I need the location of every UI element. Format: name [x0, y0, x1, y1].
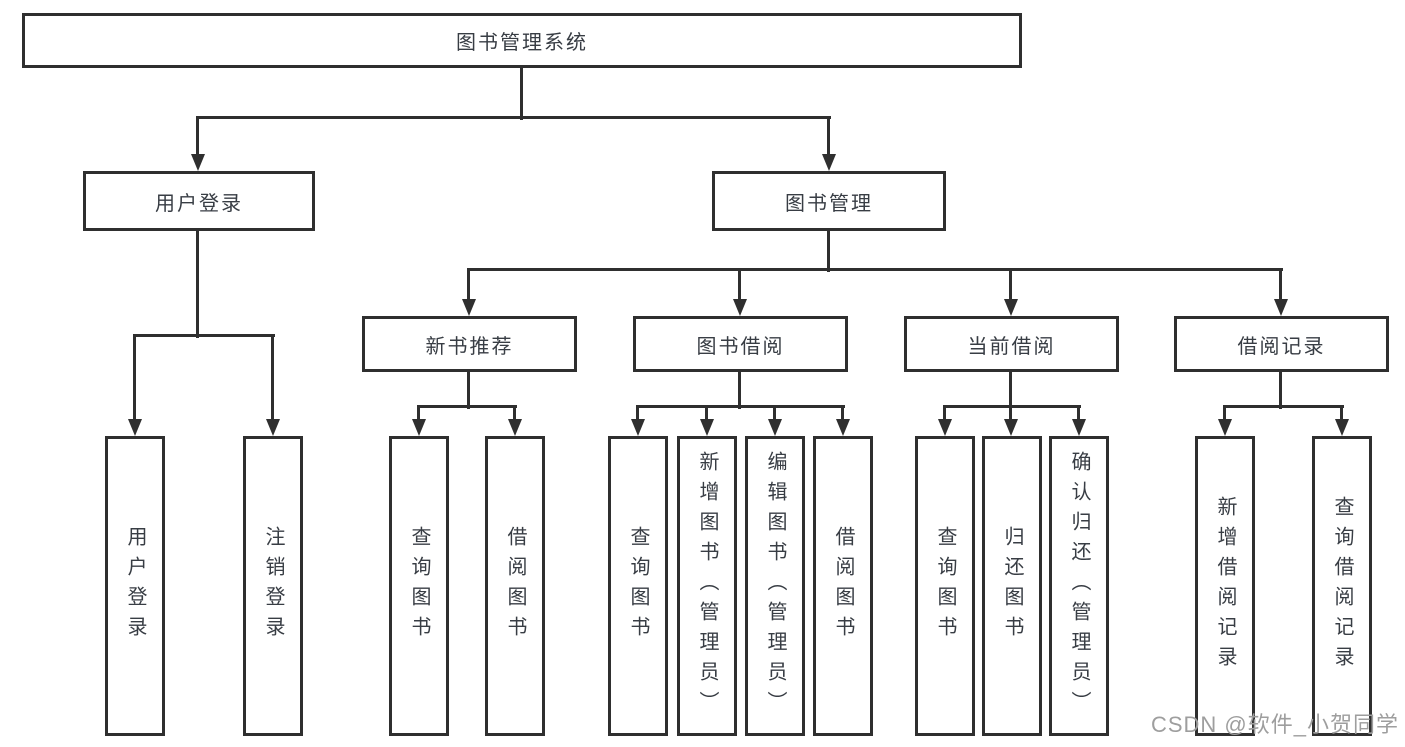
connector-line-vertical	[773, 407, 776, 421]
arrow-down-icon	[412, 419, 426, 436]
connector-line-vertical	[196, 118, 199, 156]
leaf-label: 查询图书	[627, 526, 649, 646]
arrow-down-icon	[768, 419, 782, 436]
leaf-confirm-return-admin: 确认归还（管理员）	[1049, 436, 1109, 736]
leaf-query-books-3: 查询图书	[915, 436, 975, 736]
arrow-down-icon	[128, 419, 142, 436]
leaf-return-book: 归还图书	[982, 436, 1042, 736]
leaf-label: 归还图书	[1001, 526, 1023, 646]
arrow-down-icon	[462, 299, 476, 316]
connector-line-vertical	[1340, 407, 1343, 421]
connector-line-horizontal	[196, 116, 831, 119]
connector-line-vertical	[133, 336, 136, 421]
connector-line-vertical	[467, 370, 470, 409]
connector-line-horizontal	[636, 405, 845, 408]
leaf-add-borrow-record: 新增借阅记录	[1195, 436, 1255, 736]
leaf-label: 新增图书（管理员）	[696, 451, 718, 721]
leaf-label: 借阅图书	[504, 526, 526, 646]
connector-line-horizontal	[467, 268, 1283, 271]
leaf-label: 注销登录	[262, 526, 284, 646]
arrow-down-icon	[700, 419, 714, 436]
leaf-logout: 注销登录	[243, 436, 303, 736]
arrow-down-icon	[1072, 419, 1086, 436]
connector-line-vertical	[738, 270, 741, 301]
node-borrow-record: 借阅记录	[1174, 316, 1389, 372]
leaf-label: 确认归还（管理员）	[1068, 451, 1090, 721]
leaf-label: 用户登录	[124, 526, 146, 646]
arrow-down-icon	[191, 154, 205, 171]
node-book-management: 图书管理	[712, 171, 946, 231]
arrow-down-icon	[1274, 299, 1288, 316]
connector-line-vertical	[271, 336, 274, 421]
arrow-down-icon	[631, 419, 645, 436]
connector-line-vertical	[738, 370, 741, 409]
leaf-label: 查询借阅记录	[1331, 496, 1353, 676]
arrow-down-icon	[822, 154, 836, 171]
arrow-down-icon	[266, 419, 280, 436]
node-user-login: 用户登录	[83, 171, 315, 231]
arrow-down-icon	[1335, 419, 1349, 436]
arrow-down-icon	[938, 419, 952, 436]
leaf-label: 查询图书	[408, 526, 430, 646]
connector-line-vertical	[417, 407, 420, 421]
leaf-label: 新增借阅记录	[1214, 496, 1236, 676]
leaf-borrow-books-1: 借阅图书	[485, 436, 545, 736]
node-library-management-system: 图书管理系统	[22, 13, 1022, 68]
arrow-down-icon	[1004, 419, 1018, 436]
arrow-down-icon	[1218, 419, 1232, 436]
leaf-edit-book-admin: 编辑图书（管理员）	[745, 436, 805, 736]
leaf-query-books-1: 查询图书	[389, 436, 449, 736]
connector-line-vertical	[1279, 370, 1282, 409]
leaf-label: 查询图书	[934, 526, 956, 646]
csdn-watermark: CSDN @软件_小贺同学	[1150, 712, 1399, 737]
connector-line-vertical	[1009, 407, 1012, 421]
connector-line-vertical	[513, 407, 516, 421]
connector-line-vertical	[827, 229, 830, 272]
connector-line-horizontal	[1223, 405, 1344, 408]
connector-line-vertical	[1009, 270, 1012, 301]
leaf-borrow-books-2: 借阅图书	[813, 436, 873, 736]
leaf-user-login: 用户登录	[105, 436, 165, 736]
connector-line-vertical	[1009, 370, 1012, 409]
connector-line-horizontal	[417, 405, 517, 408]
leaf-label: 借阅图书	[832, 526, 854, 646]
connector-line-vertical	[1223, 407, 1226, 421]
connector-line-vertical	[705, 407, 708, 421]
arrow-down-icon	[733, 299, 747, 316]
node-book-borrow: 图书借阅	[633, 316, 848, 372]
leaf-label: 编辑图书（管理员）	[764, 451, 786, 721]
connector-line-vertical	[841, 407, 844, 421]
connector-line-horizontal	[133, 334, 275, 337]
connector-line-vertical	[196, 229, 199, 338]
leaf-query-books-2: 查询图书	[608, 436, 668, 736]
connector-line-vertical	[636, 407, 639, 421]
node-new-book-recommend: 新书推荐	[362, 316, 577, 372]
node-current-borrow: 当前借阅	[904, 316, 1119, 372]
arrow-down-icon	[1004, 299, 1018, 316]
arrow-down-icon	[508, 419, 522, 436]
connector-line-vertical	[520, 66, 523, 120]
connector-line-vertical	[1077, 407, 1080, 421]
arrow-down-icon	[836, 419, 850, 436]
leaf-add-book-admin: 新增图书（管理员）	[677, 436, 737, 736]
connector-line-vertical	[1279, 270, 1282, 301]
connector-line-horizontal	[943, 405, 1081, 408]
connector-line-vertical	[467, 270, 470, 301]
connector-line-vertical	[943, 407, 946, 421]
connector-line-vertical	[827, 118, 830, 156]
leaf-query-borrow-record: 查询借阅记录	[1312, 436, 1372, 736]
